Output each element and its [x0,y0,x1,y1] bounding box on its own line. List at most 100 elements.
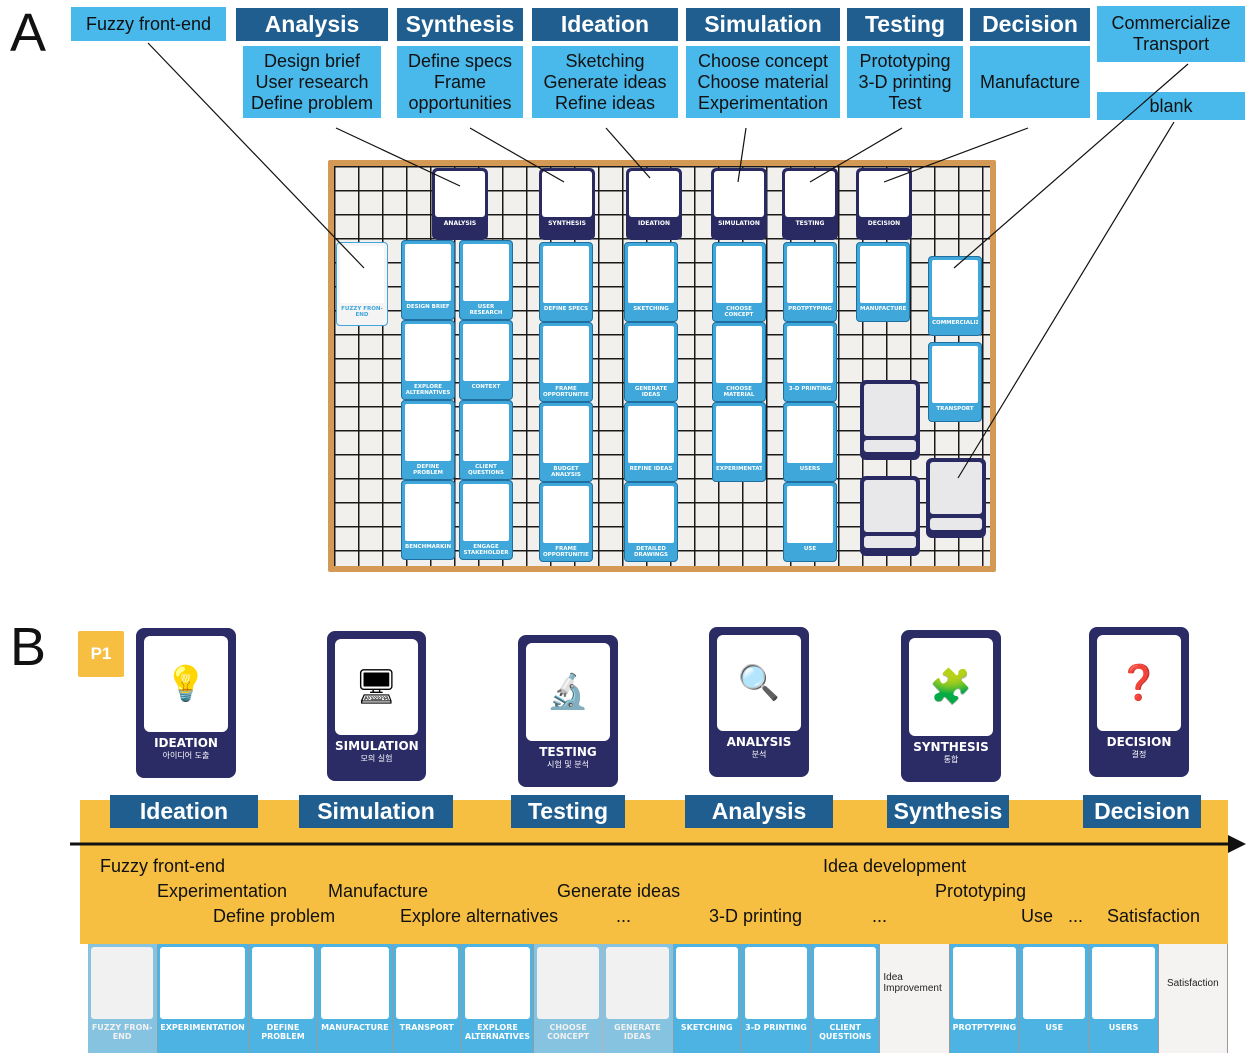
keyword-use: Use [1021,906,1054,926]
keyword-dots-3: ... [1068,906,1084,926]
keyword-idea-development: Idea development [823,856,967,876]
strip-card-manufacture: MANUFACTURE [318,944,393,1053]
photo-header-ideation: IDEATION [626,168,682,240]
strip-card-fuzzy: FUZZY FRON-END [88,944,158,1053]
header-synthesis: Synthesis [397,8,523,41]
photo-card-explore-alternatives: EXPLORE ALTERNATIVES [401,320,455,400]
photo-card-manufacture: MANUFACTURE [856,242,910,322]
card-strip-photo: FUZZY FRON-END EXPERIMENTATION DEFINE PR… [88,944,1228,1053]
keyword-dots-2: ... [872,906,888,926]
photo-card-detailed-drawings: DETAILED DRAWINGS [624,482,678,562]
strip-card-sketching: SKETCHING [672,944,742,1053]
blank-label: blank [1097,92,1245,120]
keyword-explore: Explore alternatives [400,906,559,926]
header-simulation: Simulation [686,8,840,41]
photo-card-frame-opportunities: FRAME OPPORTUNITIES [539,322,593,402]
stage-testing: Testing [511,795,625,828]
keyword-dots-1: ... [616,906,632,926]
photo-header-simulation: SIMULATION [711,168,767,240]
timeline-band [80,800,1228,944]
header-decision: Decision [970,8,1090,41]
keyword-generate: Generate ideas [557,881,681,901]
photo-card-commercialize: COMMERCIALIZE [928,256,982,336]
strip-card-users: USERS [1089,944,1159,1053]
strip-card-3d-printing: 3-D PRINTING [741,944,812,1053]
photo-card-fuzzy: FUZZY FRON-END [336,242,388,326]
strip-card-satisfaction: Satisfaction [1158,944,1228,1053]
keyword-experimentation: Experimentation [157,881,288,901]
stage-simulation: Simulation [299,795,453,828]
photo-card-users: USERS [783,402,837,482]
photo-card-sketching: SKETCHING [624,242,678,322]
photo-card-define-specs: DEFINE SPECS [539,242,593,322]
fuzzy-front-end-label: Fuzzy front-end [71,7,226,41]
photo-card-engage-stakeholder: ENGAGE STAKEHOLDER [459,480,513,560]
photo-card-refine-ideas: REFINE IDEAS [624,402,678,482]
photo-card-use: USE [783,482,837,562]
strip-card-generate-ideas: GENERATE IDEAS [603,944,673,1053]
keyword-manufacture: Manufacture [328,881,429,901]
photo-card-3d-printing: 3-D PRINTING [783,322,837,402]
monitor-icon: 🖥 [335,639,418,736]
strip-card-client-questions: CLIENT QUESTIONS [811,944,881,1053]
photo-card-generate-ideas: GENERATE IDEAS [624,322,678,402]
strip-card-explore: EXPLORE ALTERNATIVES [461,944,535,1053]
photo-card-transport: TRANSPORT [928,342,982,422]
keyword-prototyping: Prototyping [935,881,1027,901]
photo-card-choose-concept: CHOOSE CONCEPT [712,242,766,322]
question-icon: ❓ [1097,635,1181,732]
strip-card-define-problem: DEFINE PROBLEM [248,944,319,1053]
photo-card-prototyping: PROTPTYPING [783,242,837,322]
photo-card-benchmarking: BENCHMARKING [401,480,455,560]
keyword-satisfaction: Satisfaction [1107,906,1201,926]
stage-decision: Decision [1083,795,1201,828]
card-layout-photo: FUZZY FRON-END ANALYSIS SYNTHESIS IDEATI… [328,160,996,572]
strip-card-use: USE [1020,944,1090,1053]
photo-card-context: CONTEXT [459,320,513,400]
microscope-icon: 🔬 [526,643,610,741]
magnifier-icon: 🔍 [717,635,801,732]
panel-a-label: A [10,3,47,63]
stage-analysis: Analysis [685,795,833,828]
stage-synthesis: Synthesis [887,795,1009,828]
photo-card-design-brief: DESIGN BRIEF [401,240,455,320]
arrow-head-icon [1228,835,1246,853]
photo-card-user-research: USER RESEARCH [459,240,513,320]
photo-card-define-problem: DEFINE PROBLEM [401,400,455,480]
participant-badge: P1 [78,631,124,677]
keyword-fuzzy: Fuzzy front-end [100,856,226,876]
timeline-arrow [70,835,1246,853]
keyword-3d-printing: 3-D printing [709,906,803,926]
keyword-define-problem: Define problem [213,906,336,926]
stage-ideation: Ideation [110,795,258,828]
photo-header-testing: TESTING [782,168,838,240]
header-analysis: Analysis [236,8,388,41]
photo-header-synthesis: SYNTHESIS [539,168,595,240]
lightbulb-icon: 💡 [144,636,228,733]
photo-card-budget-analysis: BUDGET ANALYSIS [539,402,593,482]
header-ideation: Ideation [532,8,678,41]
photo-blank-card-1 [860,380,920,460]
photo-card-experimentation: EXPERIMENTATION [712,402,766,482]
panel-b-label: B [10,617,47,677]
strip-card-prototyping: PROTPTYPING [949,944,1021,1053]
strip-card-transport: TRANSPORT [392,944,462,1053]
header-testing: Testing [847,8,963,41]
photo-card-frame-opportunities-2: FRAME OPPORTUNITIES [539,482,593,562]
photo-card-client-questions: CLIENT QUESTIONS [459,400,513,480]
strip-card-idea-improvement: Idea Improvement [880,944,950,1053]
photo-header-decision: DECISION [856,168,912,240]
photo-blank-card-3 [926,458,986,538]
puzzle-icon: 🧩 [909,638,993,736]
photo-header-analysis: ANALYSIS [432,168,488,240]
photo-card-choose-material: CHOOSE MATERIAL [712,322,766,402]
